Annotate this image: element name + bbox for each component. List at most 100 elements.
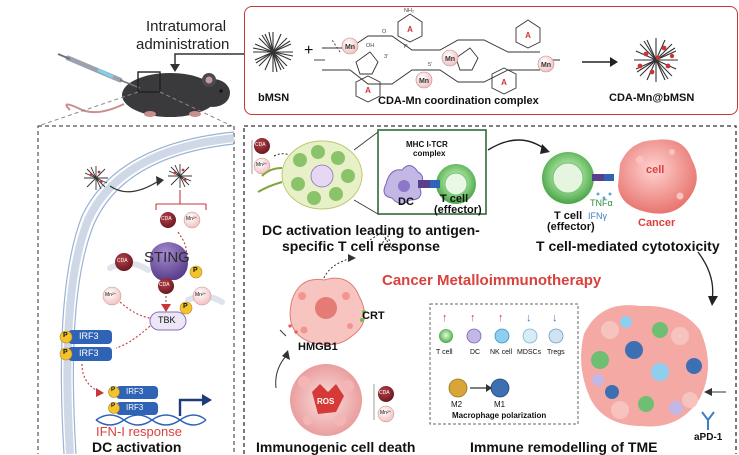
arrow-tcell: ↑: [442, 312, 448, 324]
complex-text-3prime: 3': [384, 54, 388, 60]
irf3-label-3: IRF3: [126, 387, 144, 396]
cancer-label-line2: cell: [646, 164, 665, 176]
cda-molecule-free: [115, 253, 133, 271]
irf3-label-2: IRF3: [79, 348, 99, 358]
legend-mdsc-label: MDSCs: [517, 349, 542, 356]
syringe-icon: [57, 53, 141, 89]
apd1-label: aPD-1: [694, 432, 723, 443]
irf3-label-4: IRF3: [126, 403, 144, 412]
dc-activation-panel: [37, 125, 235, 454]
tme-summary-box: [429, 303, 579, 425]
irf3-nuclear-1: [116, 386, 158, 399]
tme-tumor-cluster: [581, 305, 708, 427]
cell-membrane: [63, 134, 235, 454]
ros-burst-icon: [312, 384, 344, 414]
center-title: Cancer Metalloimmunotherapy: [382, 272, 602, 289]
m1-label: M1: [494, 400, 506, 409]
complex-text-oh: OH: [366, 43, 374, 49]
phospho-icon-irf3-3: [108, 386, 120, 398]
hmgb1-label: HMGB1: [298, 341, 338, 353]
legend-mdsc-icon: [522, 328, 538, 344]
cytotoxicity-caption: T cell-mediated cytotoxicity: [536, 238, 720, 254]
cancer-cell: [618, 139, 697, 214]
tcell2-label-line2: (effector): [547, 221, 595, 233]
m2-label: M2: [451, 400, 463, 409]
cda-molecule-icon: [160, 212, 176, 228]
cda-icd-label: CDA: [379, 390, 390, 396]
bmsn-inside-cell: [168, 164, 192, 188]
dc-caption-line1: DC activation leading to antigen-: [262, 222, 480, 238]
mn-ion-icon: [183, 211, 201, 229]
cda-legend-label: CDA: [255, 142, 266, 148]
irf3-nuclear-2: [116, 402, 158, 415]
tme-caption: Immune remodelling of TME: [470, 439, 658, 455]
adenine-label-3: A: [525, 31, 531, 40]
dc-label: DC: [398, 196, 414, 208]
mn-ion-markers: [341, 37, 555, 89]
legend-tcell-label: T cell: [436, 349, 453, 356]
cancer-label-line1: Cancer: [638, 217, 676, 229]
sting-label: STING: [144, 249, 190, 266]
adenine-label-2: A: [365, 86, 371, 95]
mn-ion-label-3: Mn²⁺: [195, 292, 207, 298]
tbk-label: TBK: [158, 315, 176, 325]
irf3-protein-1: [68, 330, 112, 344]
cda-bound-sting: [158, 278, 174, 294]
adenine-label-4: A: [501, 78, 507, 87]
mn-ion-left: [102, 286, 122, 306]
apd1-antibody-icon: [701, 411, 715, 430]
mn-ion-label-1: Mn²⁺: [186, 216, 198, 222]
lymph-node: [257, 140, 363, 210]
complex-text-o: O: [382, 29, 387, 35]
cda-mn-synthesis-panel: [244, 6, 738, 115]
ros-label: ROS: [317, 397, 335, 406]
dc-caption-line2: specific T cell response: [282, 238, 440, 254]
tbk-protein: [149, 311, 187, 331]
legend-dc-label: DC: [470, 349, 481, 356]
phospho-icon-irf3-2: [59, 347, 73, 361]
mn-icd-label: Mn²⁺: [380, 410, 392, 416]
cda-label-1: CDA: [161, 216, 172, 222]
mn-legend-label: Mn²⁺: [256, 162, 268, 168]
sting-protein: [150, 242, 188, 280]
complex-text-nh2: NH₂: [404, 8, 414, 14]
cda-legend-icon: [254, 138, 270, 154]
tcell2-label-line1: T cell: [554, 210, 583, 222]
mn-ion-label-2: Mn²⁺: [105, 292, 117, 298]
macrophage-caption: Macrophage polarization: [452, 411, 547, 420]
mn-label-2: Mn: [445, 56, 455, 63]
irf3-label-1: IRF3: [79, 331, 99, 341]
arrow-dc: ↑: [470, 312, 476, 324]
mn-label-1: Mn: [345, 44, 355, 51]
adenine-label-1: A: [407, 25, 413, 34]
irf3-protein-2: [68, 347, 112, 361]
immune-response-panel: [243, 125, 737, 454]
bmsn-outside-cell: [84, 166, 108, 190]
plus-sign: +: [304, 42, 314, 59]
legend-dc-icon: [466, 328, 482, 344]
cda-label-2: CDA: [117, 258, 128, 264]
arrow-nk: ↑: [498, 312, 504, 324]
legend-treg-label: Tregs: [547, 349, 565, 356]
mn-label-3: Mn: [419, 78, 429, 85]
mhc-label-line1: MHC I-TCR: [406, 140, 448, 149]
cda-label-3: CDA: [159, 282, 170, 288]
mhc-label-line2: complex: [413, 149, 446, 158]
m2-macrophage-icon: [448, 378, 468, 398]
legend-nk-label: NK cell: [490, 349, 513, 356]
arrow-treg: ↓: [552, 312, 558, 324]
admin-label-line1: Intratumoral: [146, 18, 227, 35]
dying-tumor-cell-crt: [288, 277, 366, 346]
transcription-arrow: [178, 398, 204, 416]
m1-macrophage-icon: [490, 378, 510, 398]
phospho-icon-tbk: [179, 301, 193, 315]
p-label-sting: P: [193, 267, 198, 274]
ifng-label: IFNγ: [588, 211, 607, 221]
mn-legend-icon: [253, 157, 271, 175]
phospho-icon-irf3-1: [59, 330, 73, 344]
phospho-icon-sting: [189, 265, 203, 279]
arrow-mdsc: ↓: [526, 312, 532, 324]
bmsn-label: bMSN: [258, 92, 290, 104]
complex-text-5prime: 5': [428, 62, 432, 68]
